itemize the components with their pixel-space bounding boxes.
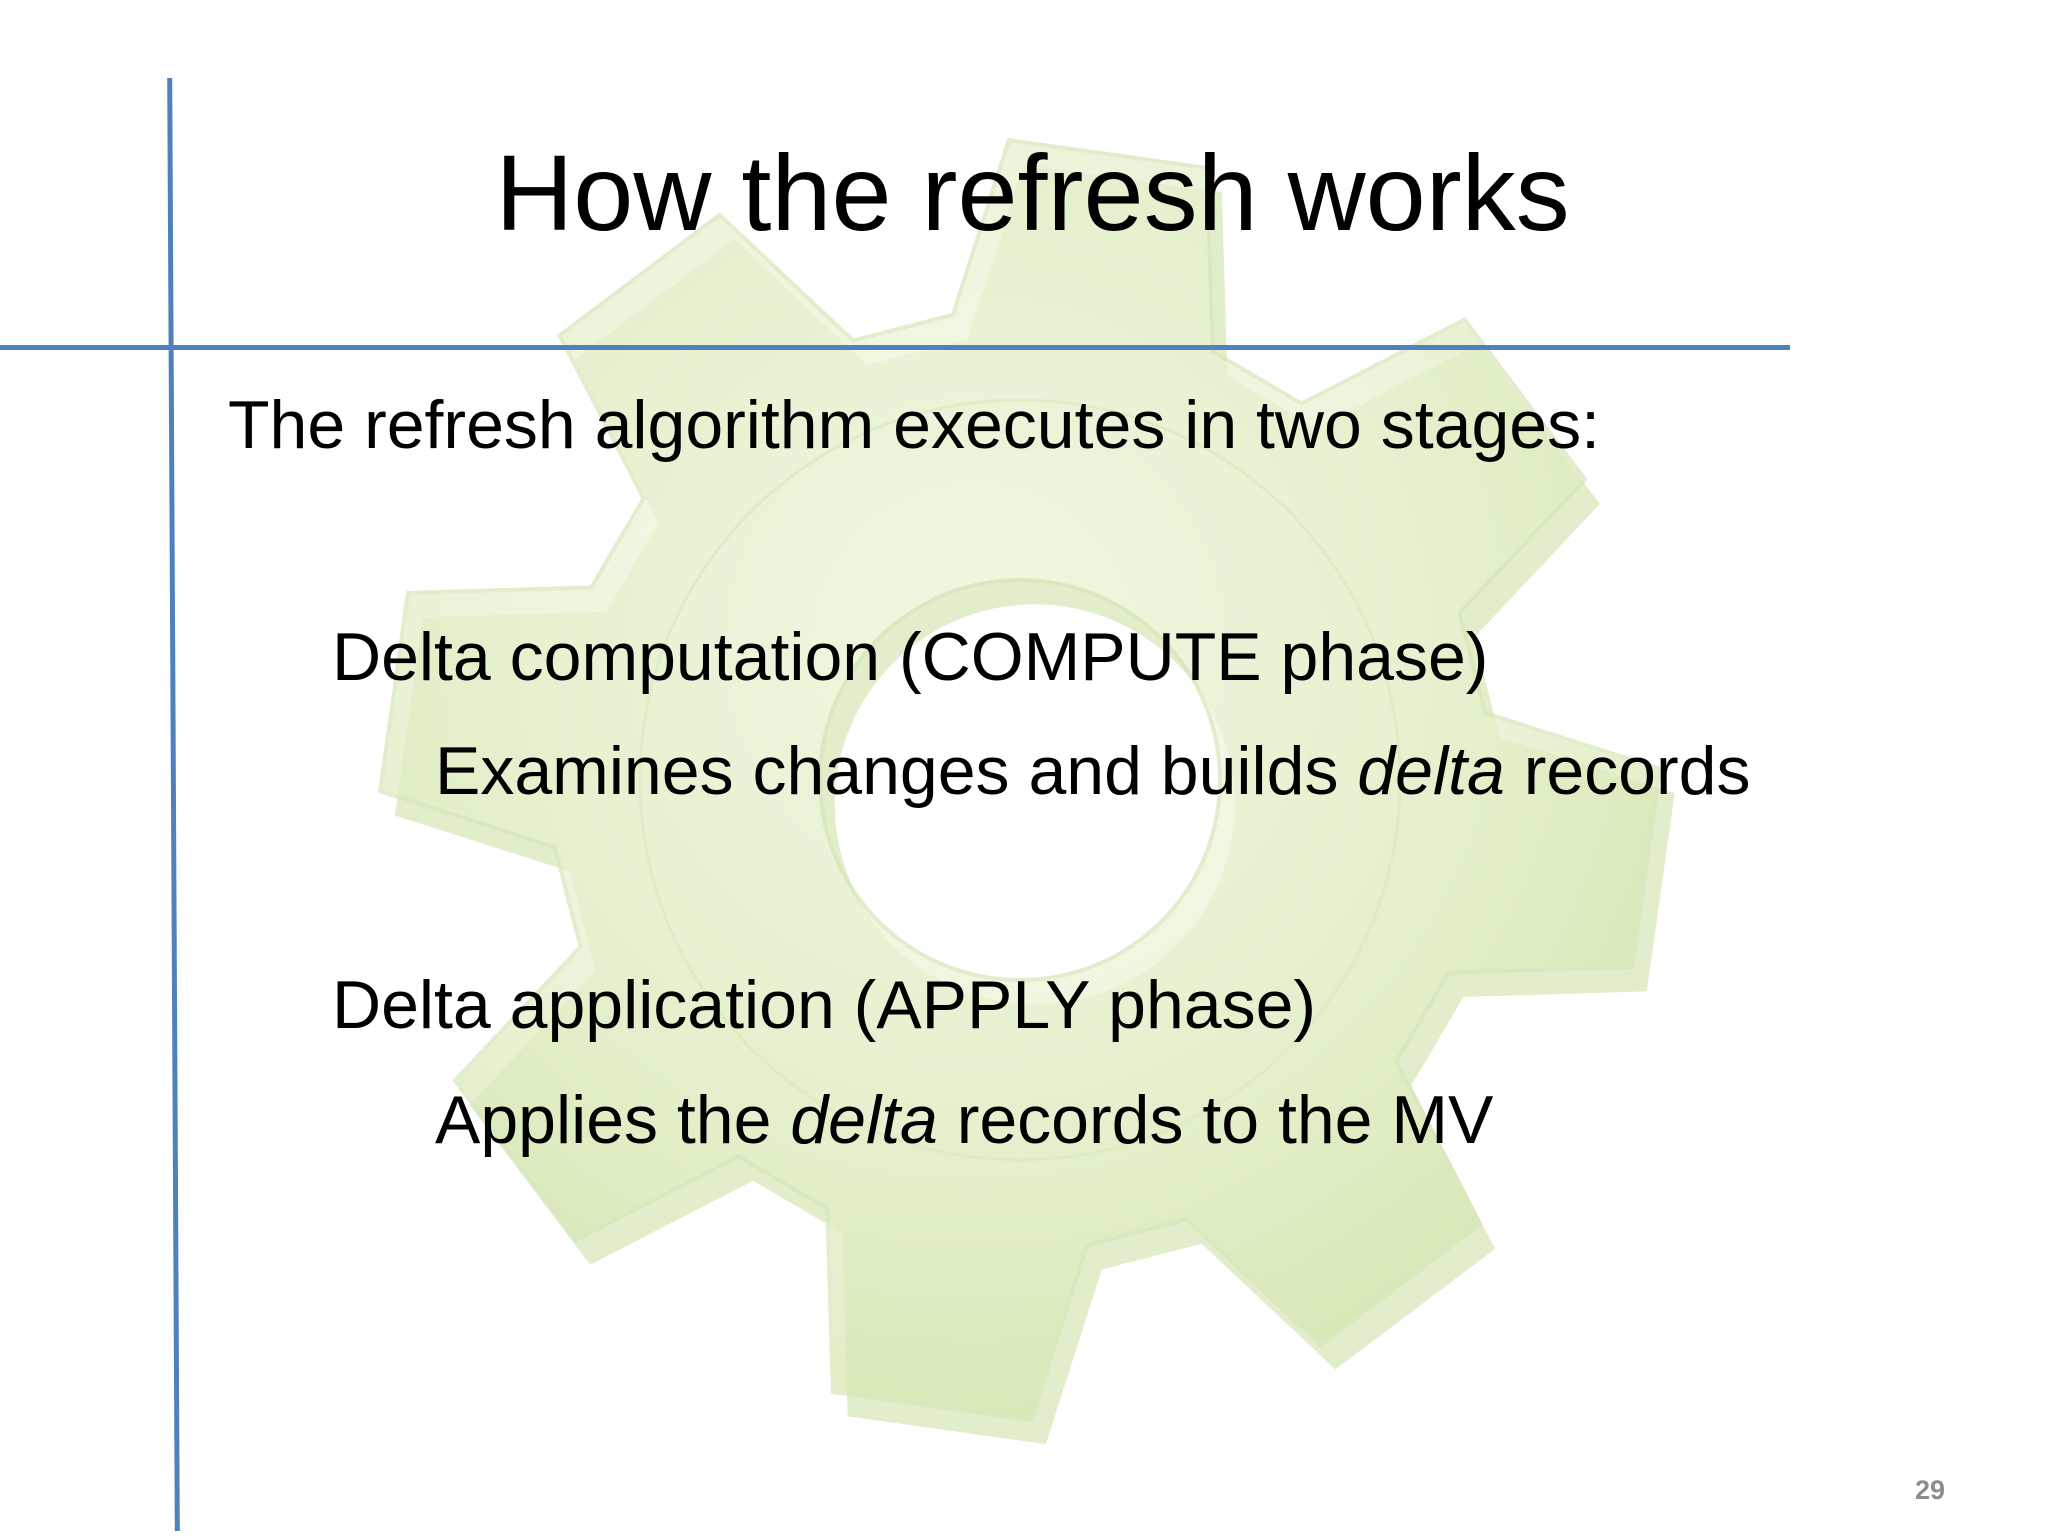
- detail-text: Applies the: [435, 1082, 791, 1158]
- intro-text: The refresh algorithm executes in two st…: [228, 387, 1600, 463]
- stage-apply-heading: Delta application (APPLY phase): [332, 967, 1317, 1043]
- stage-apply-detail: Applies the delta records to the MV: [435, 1080, 1493, 1160]
- horizontal-rule: [0, 345, 1790, 350]
- detail-text: records to the MV: [937, 1082, 1494, 1158]
- gear-icon: [377, 137, 1675, 1445]
- stage-compute-heading: Delta computation (COMPUTE phase): [332, 619, 1489, 695]
- gear-ring: [638, 398, 1402, 1162]
- detail-text: Examines changes and builds: [435, 733, 1358, 809]
- vertical-rule: [167, 78, 180, 1531]
- page-number: 29: [1914, 1475, 1946, 1505]
- detail-text: records: [1504, 733, 1751, 809]
- emphasis-text: delta: [1357, 733, 1505, 809]
- emphasis-text: delta: [790, 1082, 938, 1158]
- stage-compute-detail: Examines changes and builds delta record…: [435, 731, 1750, 811]
- slide-title: How the refresh works: [495, 132, 1570, 253]
